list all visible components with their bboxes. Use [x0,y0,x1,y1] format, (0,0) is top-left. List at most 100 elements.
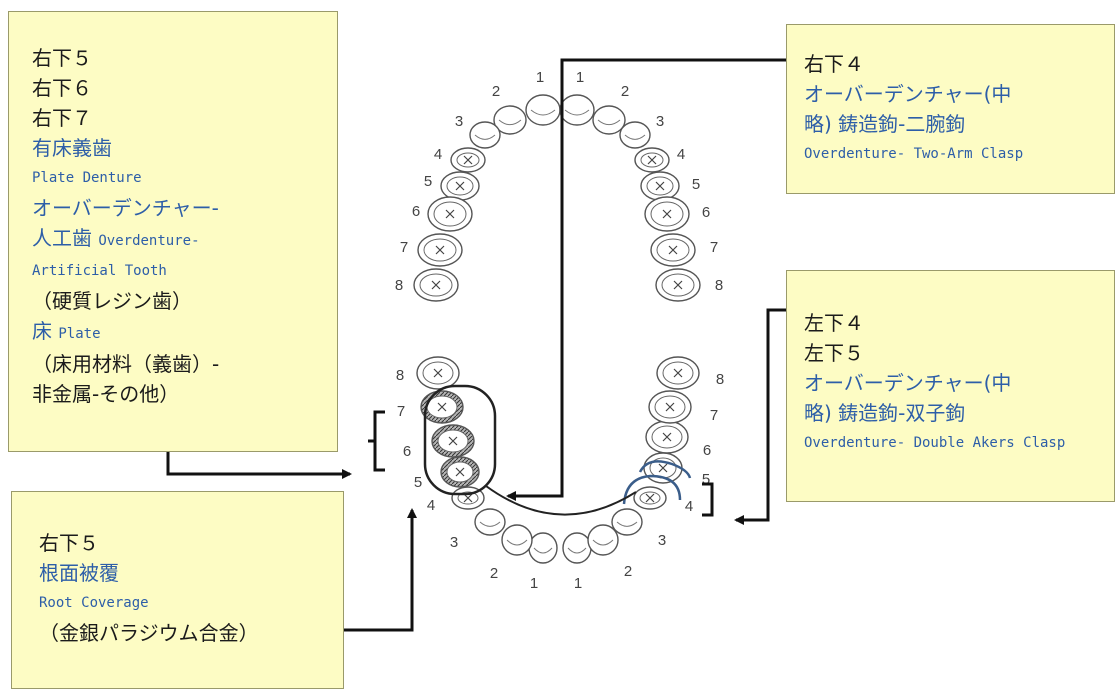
callout-line: Plate Denture [32,170,142,186]
callout-line: （金銀パラジウム合金） [39,621,259,645]
tooth-upper-left-3 [619,121,651,149]
tooth-number: 5 [692,176,700,193]
callout-text: 床 [32,319,59,343]
callout-line: Root Coverage [39,595,149,611]
tooth-number: 6 [702,204,710,221]
tooth-lower-left-6 [645,420,689,454]
callout-line: （硬質レジン歯） [32,289,192,313]
tooth-number: 5 [702,471,710,488]
tooth-number: 8 [396,367,404,384]
tooth-number: 1 [574,575,582,592]
tooth-number: 4 [434,146,442,163]
callout-text: Plate [58,326,101,342]
callout-line: オーバーデンチャー(中 [804,82,1012,106]
tooth-upper-left-8 [655,268,701,302]
tooth-number: 8 [716,371,724,388]
callout-line: 左下５ [804,341,864,365]
bracket-left-lower [702,482,714,517]
tooth-upper-left-7 [650,233,696,267]
tooth-number: 2 [490,565,498,582]
callout-line: 略) 鋳造鉤-双子鉤 [804,401,966,425]
tooth-number: 4 [685,498,693,515]
denture-plate-outline [423,384,497,496]
tooth-upper-right-7 [417,233,463,267]
tooth-number: 7 [400,239,408,256]
tooth-upper-right-3 [469,121,501,149]
tooth-lower-left-1 [562,532,592,564]
tooth-number: 6 [412,203,420,220]
tooth-upper-left-5 [640,171,680,201]
tooth-number: 6 [703,442,711,459]
tooth-number: 2 [492,83,500,100]
tooth-number: 2 [624,563,632,580]
tooth-lower-right-5 [440,456,480,488]
tooth-number: 1 [530,575,538,592]
callout-line: オーバーデンチャー(中 [804,371,1012,395]
tooth-lower-left-4 [633,486,667,510]
callout-line: 右下５ [32,46,92,70]
callout-line: 右下７ [32,106,92,130]
lingual-bar [485,485,637,516]
tooth-number: 3 [455,113,463,130]
arrow-root-coverage [344,508,417,632]
double-akers-clasp-callout: 左下４ 左下５ オーバーデンチャー(中略) 鋳造鉤-双子鉤 Overdenture- … [786,270,1115,502]
tooth-lower-right-2 [501,524,533,556]
callout-line: 根面被覆 [39,561,119,585]
tooth-lower-right-1 [528,532,558,564]
tooth-lower-right-8 [416,356,460,390]
two-arm-clasp-callout: 右下４ オーバーデンチャー(中略) 鋳造鉤-二腕鉤 Overdenture- Two… [786,24,1115,194]
tooth-lower-left-7 [648,390,692,424]
callout-line: 右下６ [32,76,92,100]
tooth-number: 3 [656,113,664,130]
callout-line: 右下４ [804,52,864,76]
callout-line: 人工歯 Overdenture- [32,223,337,256]
tooth-number: 7 [397,403,405,420]
tooth-upper-left-6 [644,196,690,232]
tooth-upper-right-8 [413,268,459,302]
tooth-upper-right-5 [440,171,480,201]
callout-line: Overdenture- Double Akers Clasp [804,435,1066,451]
root-coverage-callout: 右下５ 根面被覆 Root Coverage （金銀パラジウム合金） [11,491,344,689]
tooth-number: 2 [621,83,629,100]
tooth-number: 4 [677,146,685,163]
tooth-number: 1 [536,69,544,86]
tooth-upper-right-6 [427,196,473,232]
tooth-upper-left-2 [592,105,626,135]
callout-line: オーバーデンチャー- [32,196,219,220]
callout-line: 床 Plate [32,316,337,349]
callout-line: 略) 鋳造鉤-二腕鉤 [804,112,966,136]
tooth-number: 3 [658,532,666,549]
tooth-upper-right-1 [525,94,561,126]
callout-line: Artificial Tooth [32,263,167,279]
arrow-plate-denture [166,452,352,479]
tooth-lower-right-3 [474,508,506,536]
arrow-two-arm-clasp [506,58,786,501]
tooth-number: 3 [450,534,458,551]
tooth-upper-left-1 [559,94,595,126]
tooth-number: 6 [403,443,411,460]
callout-text: Overdenture- [98,233,200,249]
callout-line: 左下４ [804,311,864,335]
bracket-right-lower [368,410,385,472]
tooth-number: 1 [576,69,584,86]
callout-line: 有床義歯 [32,136,112,160]
tooth-number: 5 [414,474,422,491]
callout-line: 右下５ [39,531,99,555]
tooth-lower-left-3 [611,508,643,536]
callout-line: Overdenture- Two-Arm Clasp [804,146,1024,162]
clasp-mark [638,460,692,479]
tooth-upper-right-4 [450,147,486,173]
tooth-number: 4 [427,497,435,514]
tooth-number: 8 [395,277,403,294]
callout-text: 人工歯 [32,226,99,250]
tooth-number: 5 [424,173,432,190]
callout-line: 非金属-その他） [32,382,180,406]
arrow-double-akers [734,308,786,525]
tooth-number: 7 [710,407,718,424]
tooth-number: 7 [710,239,718,256]
tooth-number: 8 [715,277,723,294]
callout-line: （床用材料（義歯）- [32,352,220,376]
tooth-upper-left-4 [634,147,670,173]
tooth-lower-left-8 [656,356,700,390]
